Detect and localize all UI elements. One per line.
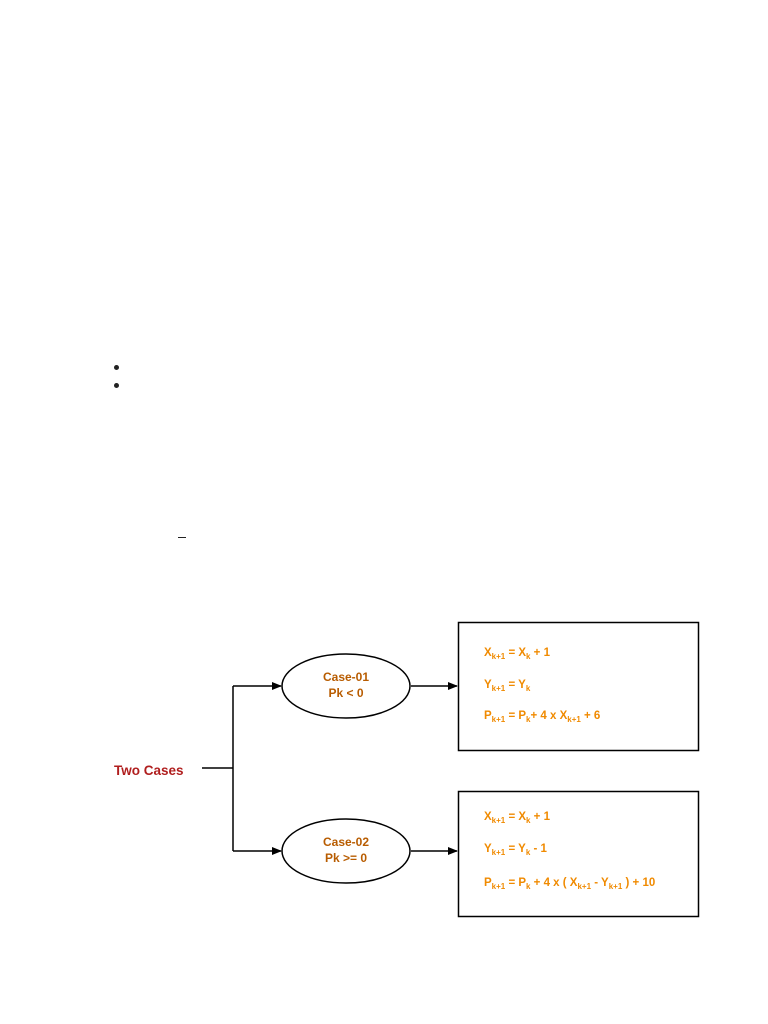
formula-text: + 1 <box>530 647 550 659</box>
formula-text: = P <box>505 877 527 889</box>
formula-subscript: k <box>526 652 531 661</box>
formula-text: P <box>484 710 492 722</box>
formula-text: Y <box>484 679 492 691</box>
formula-text: + 4 x ( X <box>530 877 578 889</box>
formula-subscript: k+1 <box>577 882 592 891</box>
formula-text: ) + 10 <box>622 877 656 889</box>
case-02-formula-p: Pk+1 = Pk + 4 x ( Xk+1 - Yk+1 ) + 10 <box>484 877 656 891</box>
formula-subscript: k+1 <box>491 882 506 891</box>
case-01-formula-box <box>457 621 700 752</box>
formula-text: - 1 <box>530 843 547 855</box>
formula-text: = X <box>505 647 527 659</box>
formula-subscript: k+1 <box>491 848 506 857</box>
formula-subscript: k+1 <box>491 715 506 724</box>
formula-text: - Y <box>591 877 609 889</box>
formula-text: + 6 <box>580 710 601 722</box>
bullet-dot <box>114 383 119 388</box>
case-01-formula-p: Pk+1 = Pk+ 4 x Xk+1 + 6 <box>484 710 601 724</box>
formula-text: P <box>484 877 492 889</box>
formula-subscript: k <box>526 715 531 724</box>
formula-subscript: k+1 <box>491 652 506 661</box>
formula-text: Y <box>484 843 492 855</box>
dash-mark <box>178 537 186 538</box>
case-02-formula-box <box>457 790 700 918</box>
case-02-condition: Pk >= 0 <box>325 851 367 865</box>
case-01-ellipse <box>281 653 411 719</box>
formula-subscript: k <box>525 684 531 693</box>
case-02-formula-x: Xk+1 = Xk + 1 <box>484 811 550 825</box>
bullet-dot <box>114 365 119 370</box>
case-01-condition: Pk < 0 <box>328 686 363 700</box>
formula-text: + 4 x X <box>530 710 568 722</box>
formula-subscript: k+1 <box>491 684 506 693</box>
case-02-formula-y: Yk+1 = Yk - 1 <box>484 843 547 857</box>
case-01-title: Case-01 <box>323 670 369 684</box>
formula-subscript: k <box>526 816 531 825</box>
case-02-title: Case-02 <box>323 835 369 849</box>
formula-subscript: k+1 <box>608 882 623 891</box>
formula-subscript: k <box>526 882 531 891</box>
formula-text: + 1 <box>530 811 550 823</box>
formula-text: X <box>484 811 492 823</box>
formula-subscript: k <box>525 848 531 857</box>
formula-text: = P <box>505 710 527 722</box>
formula-subscript: k+1 <box>567 715 581 724</box>
case-01-formula-x: Xk+1 = Xk + 1 <box>484 647 550 661</box>
formula-text: = X <box>505 811 527 823</box>
root-label: Two Cases <box>114 763 184 778</box>
case-01-formula-y: Yk+1 = Yk <box>484 679 531 693</box>
formula-subscript: k+1 <box>491 816 506 825</box>
formula-text: = Y <box>505 843 526 855</box>
formula-text: X <box>484 647 492 659</box>
case-02-ellipse <box>281 818 411 884</box>
formula-text: = Y <box>505 679 526 691</box>
